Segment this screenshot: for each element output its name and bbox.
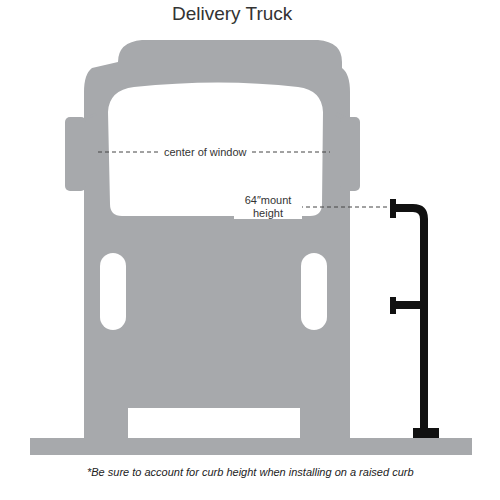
mount-post [394,208,424,432]
mirror [65,117,86,191]
mirror [340,117,360,191]
window-label: center of window [161,146,250,159]
base-plate [413,428,439,438]
headlight [100,253,126,330]
truck-body [84,40,350,438]
arm-cap [390,297,396,314]
bumper-gap [128,408,300,438]
dashed-line [299,207,390,208]
arm-cap [390,199,396,218]
headlight [301,253,327,330]
caption-text: *Be sure to account for curb height when… [87,466,414,479]
ground-bar [30,438,472,455]
title-text: Delivery Truck [172,3,292,25]
mount-height-label: 64″mount height [234,194,302,219]
mount-arm [394,301,424,309]
